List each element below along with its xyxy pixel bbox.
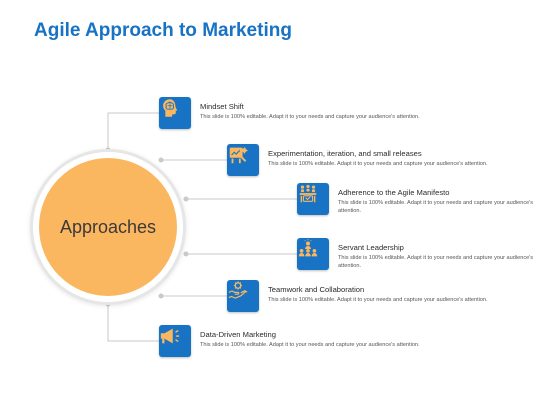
step-description: This slide is 100% editable. Adapt it to… [200,114,420,120]
step-title: Mindset Shift [200,102,244,111]
step-data-driven-marketing: Data-Driven Marketing This slide is 100%… [159,325,489,359]
step-description: This slide is 100% editable. Adapt it to… [338,255,534,269]
connector-dot [183,196,189,202]
megaphone-icon [159,325,191,357]
team-meeting-icon [297,183,329,215]
step-experimentation: Experimentation, iteration, and small re… [227,144,527,178]
connector-line [107,304,159,342]
step-title: Servant Leadership [338,243,404,252]
step-description: This slide is 100% editable. Adapt it to… [200,342,420,348]
step-title: Teamwork and Collaboration [268,285,365,294]
head-brain-icon [159,97,191,129]
step-title: Data-Driven Marketing [200,330,276,339]
step-title: Experimentation, iteration, and small re… [268,149,422,158]
experiment-board-icon [227,144,259,176]
hub-label: Approaches [59,216,157,237]
hub-circle: Approaches [39,158,177,296]
connector-dot [158,157,164,163]
step-description: This slide is 100% editable. Adapt it to… [268,161,488,167]
connector-dot [158,293,164,299]
step-title: Adherence to the Agile Manifesto [338,188,450,197]
step-mindset-shift: Mindset Shift This slide is 100% editabl… [159,97,489,131]
leader-group-icon [297,238,329,270]
step-description: This slide is 100% editable. Adapt it to… [338,200,534,214]
connector-line [107,112,159,150]
step-description: This slide is 100% editable. Adapt it to… [268,297,488,303]
step-teamwork: Teamwork and Collaboration This slide is… [227,280,527,314]
step-agile-manifesto: Adherence to the Agile Manifesto This sl… [297,183,537,217]
page-title: Agile Approach to Marketing [34,20,292,41]
step-servant-leadership: Servant Leadership This slide is 100% ed… [297,238,537,272]
handshake-gear-icon [227,280,259,312]
connector-dot [183,251,189,257]
